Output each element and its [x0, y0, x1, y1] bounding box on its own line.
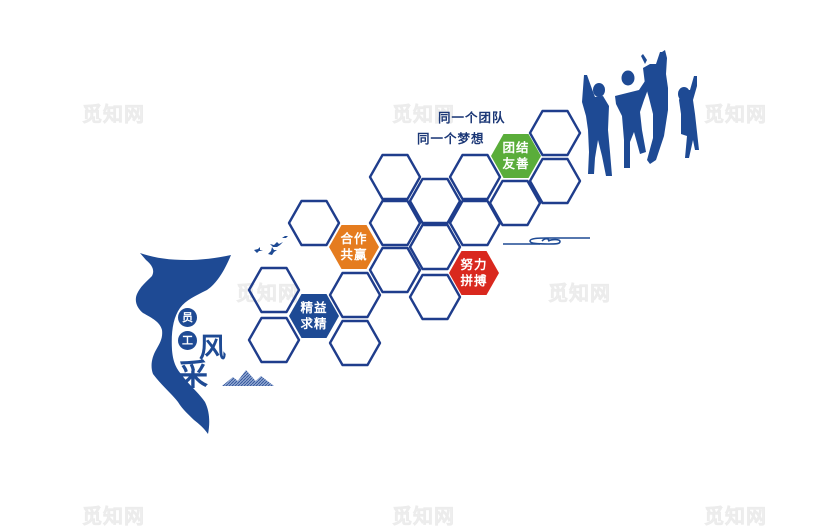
- watermark: 觅知网: [548, 281, 611, 306]
- cloud-line-icon: [503, 237, 590, 245]
- jumping-people-silhouette-icon: [582, 50, 699, 176]
- watermark: 觅知网: [82, 504, 145, 529]
- watermark: 觅知网: [82, 102, 145, 127]
- hex-label-excellence: 精益 求精: [289, 300, 339, 332]
- hex-label-line: 团结: [502, 140, 530, 155]
- watermark: 觅知网: [392, 102, 455, 127]
- ribbon-banner-icon: [135, 253, 231, 434]
- title-char-feng: 风: [199, 333, 226, 364]
- hex-label-unity: 团结 友善: [491, 140, 541, 172]
- hex-label-cooperation: 合作 共赢: [329, 231, 379, 263]
- hex-label-line: 精益: [300, 300, 328, 315]
- title-char-yuan: 员: [178, 308, 197, 327]
- watermark: 觅知网: [392, 504, 455, 529]
- hex-label-line: 努力: [460, 257, 488, 272]
- hex-label-line: 求精: [300, 316, 328, 331]
- hex-label-line: 拼搏: [460, 273, 488, 288]
- watermark: 觅知网: [704, 504, 767, 529]
- watermark: 觅知网: [236, 281, 299, 306]
- slogan-team: 同一个团队: [438, 110, 506, 125]
- mountains-icon: [222, 370, 274, 386]
- title-char-gong: 工: [178, 331, 197, 350]
- hex-label-line: 共赢: [340, 247, 368, 262]
- hex-label-line: 合作: [340, 231, 368, 246]
- hex-label-effort: 努力 拼搏: [449, 257, 499, 289]
- watermark: 觅知网: [704, 102, 767, 127]
- hex-label-line: 友善: [502, 156, 530, 171]
- slogan-dream: 同一个梦想: [417, 131, 485, 146]
- birds-icon: [254, 236, 288, 255]
- title-char-cai: 采: [178, 358, 208, 393]
